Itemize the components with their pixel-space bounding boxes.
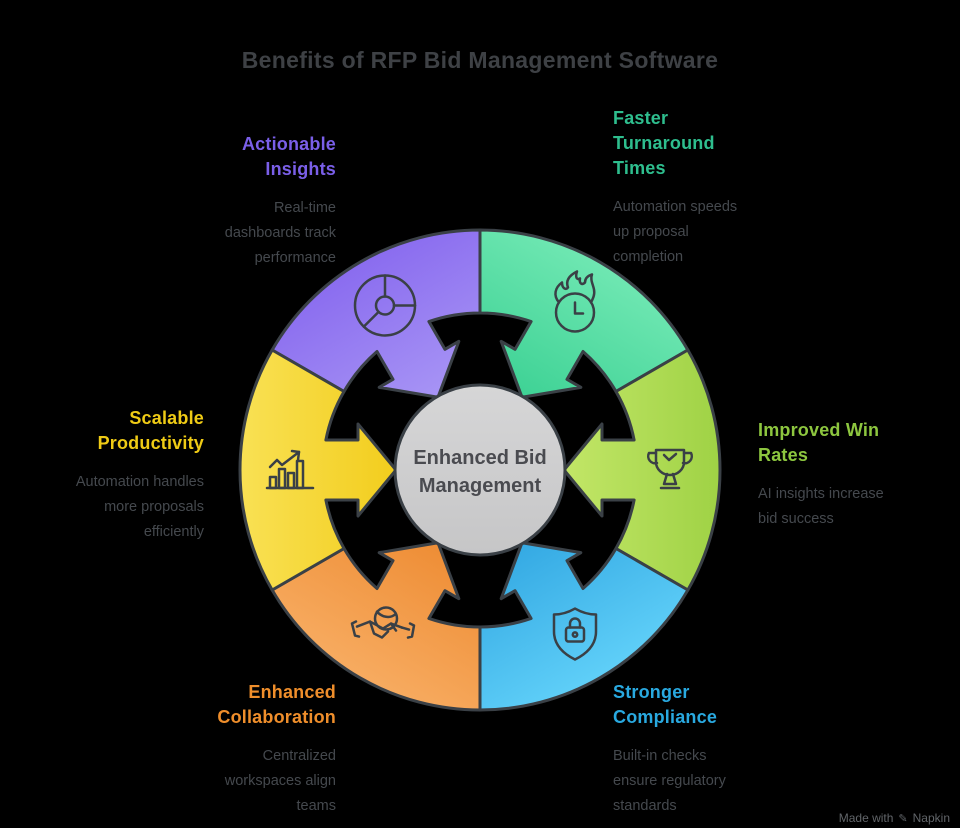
benefit-improved-win-rates: Improved Win Rates AI insights increase … [758,418,958,532]
benefit-scalable-productivity: Scalable Productivity Automation handles… [14,406,204,545]
page-title: Benefits of RFP Bid Management Software [241,47,719,73]
benefit-body: Automation handles more proposals effici… [75,474,204,540]
shield-lock-icon [552,607,598,661]
benefit-body: Built-in checks ensure regulatory standa… [613,748,726,814]
benefit-heading: Faster Turnaround Times [613,108,715,178]
benefit-body: Real-time dashboards track performance [224,200,336,266]
benefit-stronger-compliance: Stronger Compliance Built-in checks ensu… [613,680,833,819]
benefit-heading: Enhanced Collaboration [217,682,336,727]
center-hub [393,383,567,557]
benefit-faster-turnaround-times: Faster Turnaround Times Automation speed… [613,106,833,270]
benefit-body: AI insights increase bid success [758,486,884,527]
benefit-enhanced-collaboration: Enhanced Collaboration Centralized works… [126,680,336,819]
benefit-heading: Actionable Insights [241,134,336,179]
trophy-check-icon [646,448,694,490]
benefit-actionable-insights: Actionable Insights Real-time dashboards… [126,132,336,271]
bar-chart-icon [265,449,315,490]
flame-clock-icon [554,270,596,333]
handshake-icon [350,606,416,639]
benefit-heading: Stronger Compliance [613,682,718,727]
watermark-brand: Napkin [912,811,950,825]
benefit-body: Automation speeds up proposal completion [613,199,738,265]
watermark: Made with ✎ Napkin [839,808,950,828]
segment-scalable-productivity [238,348,398,592]
donut-chart-icon [353,274,417,337]
benefit-heading: Improved Win Rates [758,420,880,465]
segment-improved-win-rates [562,348,722,592]
benefit-heading: Scalable Productivity [97,408,204,453]
benefit-body: Centralized workspaces align teams [224,748,336,814]
watermark-prefix: Made with [838,811,894,825]
pen-nib-icon: ✎ [898,812,908,825]
